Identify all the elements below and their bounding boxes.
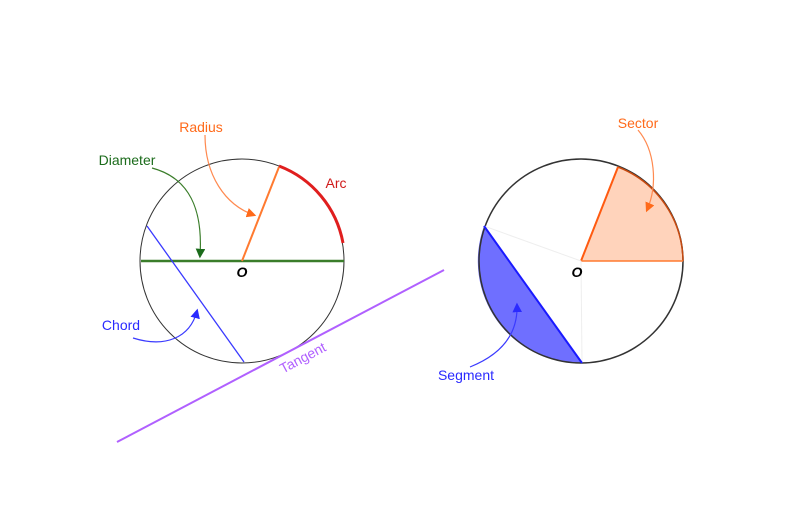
center-label-left: O	[237, 264, 248, 280]
center-label-right: O	[572, 264, 583, 280]
sector-fill	[581, 167, 683, 261]
segment-label: Segment	[438, 367, 494, 383]
chord-line	[146, 225, 245, 363]
segment-chord	[483, 225, 583, 364]
radius-arrow	[204, 134, 257, 218]
diameter-label: Diameter	[99, 152, 156, 168]
segment-arrow	[469, 302, 523, 368]
faint-radius-2	[580, 260, 583, 364]
sector-radius-1	[580, 166, 619, 262]
right-figure: Sector Segment O	[438, 115, 684, 383]
radius-label: Radius	[179, 119, 223, 135]
arc	[278, 164, 345, 244]
arc-label: Arc	[326, 175, 347, 191]
chord-label: Chord	[102, 317, 140, 333]
left-figure: Radius Diameter Arc Chord Tangent O	[99, 119, 445, 443]
sector-arc	[617, 166, 684, 262]
diameter-arrow	[151, 167, 206, 259]
chord-arrow	[132, 308, 200, 343]
faint-radius-1	[483, 225, 582, 262]
sector-arrow	[637, 129, 655, 213]
tangent-line	[116, 269, 445, 443]
radius-line	[241, 166, 280, 262]
sector-label: Sector	[618, 115, 659, 131]
